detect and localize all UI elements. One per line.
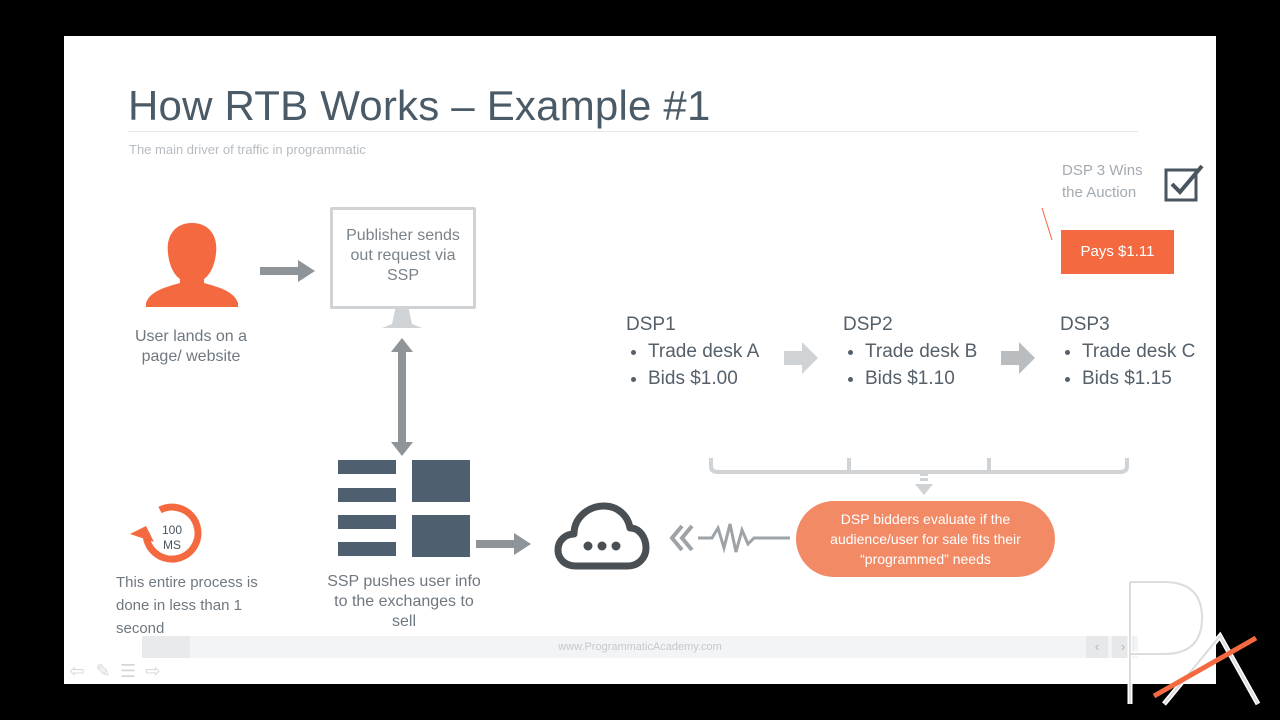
right-arrow-icon — [260, 260, 315, 282]
publisher-monitor — [330, 207, 476, 309]
footer-url: www.ProgrammaticAcademy.com — [558, 641, 722, 653]
timer-label: 100 MS — [152, 523, 192, 553]
prev-slide-button[interactable]: ‹ — [1086, 636, 1108, 658]
dsp-bid: Bids $1.00 — [648, 365, 776, 392]
dsp-trade-desk: Trade desk B — [865, 338, 993, 365]
dsp-name: DSP3 — [1060, 314, 1110, 335]
dsp-trade-desk: Trade desk C — [1082, 338, 1210, 365]
footer-bar — [142, 636, 1138, 658]
right-arrow-icon — [784, 342, 818, 374]
vertical-double-arrow-icon — [391, 338, 413, 456]
slide-subtitle: The main driver of traffic in programmat… — [129, 142, 366, 157]
checked-box-icon — [1164, 164, 1204, 202]
player-prev-button[interactable]: ⇦ — [69, 661, 85, 681]
pays-badge: Pays $1.11 — [1061, 230, 1174, 274]
ssp-stack-icon — [338, 460, 470, 557]
timer-unit: MS — [163, 538, 181, 552]
programmatic-academy-logo — [1127, 579, 1261, 706]
dsp-bid: Bids $1.15 — [1082, 365, 1210, 392]
slide: How RTB Works – Example #1 The main driv… — [64, 36, 1216, 684]
dsp-column: DSP3 Trade desk C Bids $1.15 — [1060, 311, 1210, 392]
slide-title: How RTB Works – Example #1 — [128, 82, 711, 129]
cloud-icon — [554, 502, 650, 570]
signal-wave-icon — [669, 523, 790, 554]
player-next-button[interactable]: ⇨ — [145, 661, 161, 681]
slide-number — [142, 636, 190, 658]
timer-value: 100 — [161, 523, 183, 537]
dsp-bid: Bids $1.10 — [865, 365, 993, 392]
dsp-column: DSP2 Trade desk B Bids $1.10 — [843, 311, 993, 392]
player-pen-button[interactable]: ✎ — [95, 661, 111, 681]
user-caption: User lands on a page/ website — [134, 328, 248, 365]
publisher-text: Publisher sends out request via SSP — [346, 227, 460, 284]
down-arrow-icon — [915, 473, 933, 495]
bracket-connector — [709, 458, 1129, 474]
player-menu-button[interactable]: ☰ — [119, 661, 137, 681]
winner-text: DSP 3 Wins the Auction — [1062, 162, 1143, 201]
dsp-evaluate-oval: DSP bidders evaluate if the audience/use… — [796, 501, 1055, 577]
dsp-trade-desk: Trade desk A — [648, 338, 776, 365]
ssp-caption: SSP pushes user info to the exchanges to… — [327, 573, 481, 630]
right-arrow-icon — [476, 533, 531, 555]
monitor-stand-icon — [382, 306, 422, 328]
title-divider — [128, 131, 1138, 132]
right-arrow-icon — [1001, 342, 1035, 374]
timer-cycle-icon — [130, 503, 202, 563]
dsp-name: DSP1 — [626, 314, 676, 335]
dsp-column: DSP1 Trade desk A Bids $1.00 — [626, 311, 776, 392]
dsp-name: DSP2 — [843, 314, 893, 335]
timer-caption: This entire process is done in less than… — [116, 574, 258, 637]
user-silhouette-icon — [146, 223, 238, 307]
pointer-line — [1041, 207, 1053, 241]
